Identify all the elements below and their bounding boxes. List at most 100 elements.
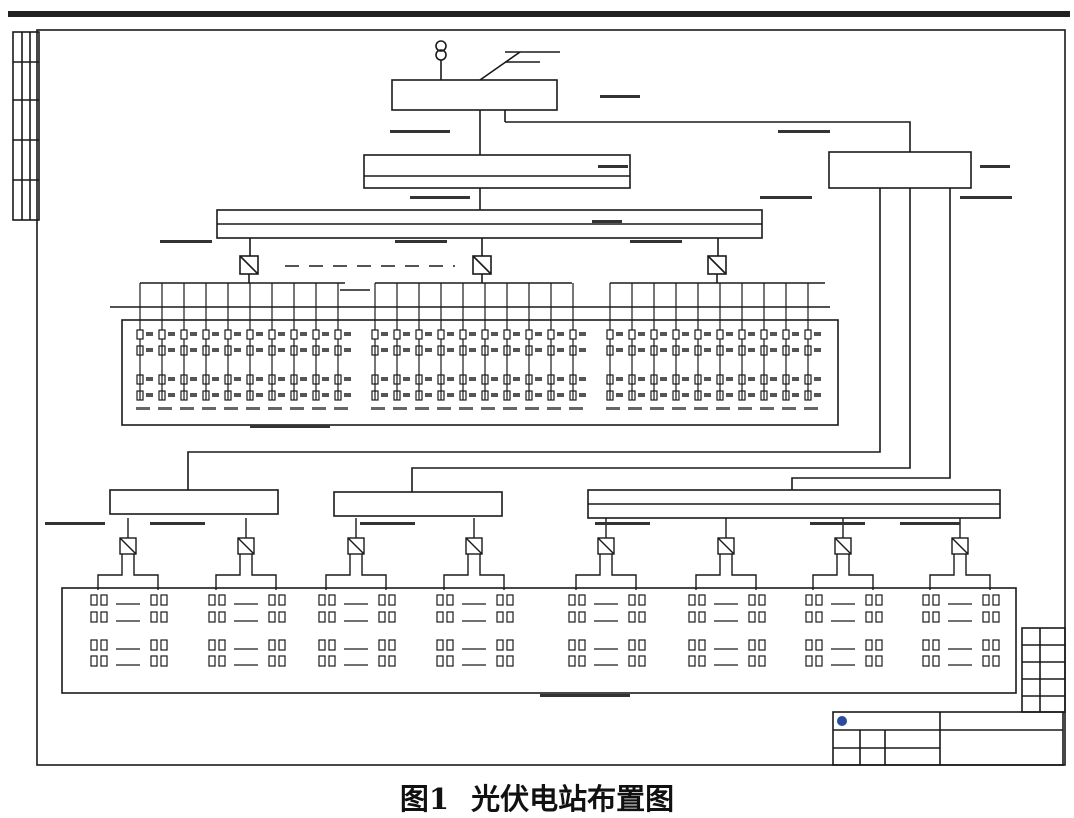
- pv-module: [496, 639, 504, 651]
- pv-module: [638, 639, 646, 651]
- annotation-mark: [45, 522, 105, 525]
- pv-module: [628, 594, 636, 606]
- pv-module: [932, 655, 940, 667]
- string-label-mark: [682, 393, 689, 397]
- string-label-mark: [616, 332, 623, 336]
- pv-module: [698, 611, 706, 623]
- pv-module: [437, 329, 445, 340]
- pv-module: [568, 639, 576, 651]
- revision-table: [1021, 627, 1066, 713]
- pv-module: [268, 594, 276, 606]
- annotation-mark: [160, 240, 212, 243]
- pv-module: [318, 639, 326, 651]
- string-label-mark: [513, 393, 520, 397]
- pv-module: [922, 655, 930, 667]
- string-label-mark: [425, 348, 432, 352]
- lower-inverter-group: [97, 518, 991, 590]
- pv-module: [982, 655, 990, 667]
- pv-module: [378, 594, 386, 606]
- pv-module: [268, 639, 276, 651]
- pv-module: [865, 655, 873, 667]
- pv-module: [748, 611, 756, 623]
- pv-module: [436, 594, 444, 606]
- string-label-mark: [381, 332, 388, 336]
- pv-module: [268, 611, 276, 623]
- pv-module: [578, 639, 586, 651]
- pv-module: [738, 329, 746, 340]
- string-label-mark: [447, 348, 454, 352]
- string-label-mark: [682, 332, 689, 336]
- pv-module: [278, 611, 286, 623]
- string-label-mark: [190, 393, 197, 397]
- pv-module: [218, 611, 226, 623]
- pv-module: [328, 655, 336, 667]
- string-id-mark: [606, 407, 620, 410]
- pv-module: [578, 655, 586, 667]
- string-label-mark: [168, 377, 175, 381]
- string-label-mark: [381, 348, 388, 352]
- string-label-mark: [616, 393, 623, 397]
- drawing-frame: [36, 29, 1066, 766]
- string-label-mark: [322, 332, 329, 336]
- string-label-mark: [168, 332, 175, 336]
- string-label-mark: [557, 377, 564, 381]
- string-label-mark: [792, 348, 799, 352]
- pv-module: [547, 329, 555, 340]
- string-label-mark: [491, 332, 498, 336]
- annotation-mark: [810, 522, 865, 525]
- pv-module: [446, 639, 454, 651]
- pv-module: [312, 329, 320, 340]
- string-label-mark: [792, 377, 799, 381]
- main-transformer-icon: [435, 40, 447, 52]
- pv-module: [805, 611, 813, 623]
- string-label-mark: [579, 348, 586, 352]
- pv-module: [218, 594, 226, 606]
- pv-module: [208, 611, 216, 623]
- annotation-mark: [150, 522, 205, 525]
- pv-module: [496, 611, 504, 623]
- string-label-mark: [814, 377, 821, 381]
- pv-module: [446, 655, 454, 667]
- string-label-mark: [425, 332, 432, 336]
- pv-module: [224, 329, 232, 340]
- string-label-mark: [300, 348, 307, 352]
- pv-module: [875, 611, 883, 623]
- string-label-mark: [814, 348, 821, 352]
- string-label-mark: [491, 377, 498, 381]
- pv-module: [865, 594, 873, 606]
- string-label-mark: [469, 377, 476, 381]
- string-label-mark: [278, 348, 285, 352]
- pv-module: [388, 655, 396, 667]
- pv-module: [268, 655, 276, 667]
- pv-module: [388, 611, 396, 623]
- string-label-mark: [190, 348, 197, 352]
- annotation-mark: [900, 522, 960, 525]
- string-label-mark: [190, 377, 197, 381]
- pv-module: [496, 655, 504, 667]
- string-label-mark: [469, 332, 476, 336]
- string-label-mark: [469, 393, 476, 397]
- pv-module: [496, 594, 504, 606]
- string-label-mark: [579, 377, 586, 381]
- string-label-mark: [212, 377, 219, 381]
- pv-module: [628, 611, 636, 623]
- annotation-mark: [960, 196, 1012, 199]
- string-label-mark: [748, 377, 755, 381]
- string-label-mark: [425, 377, 432, 381]
- pv-module: [202, 329, 210, 340]
- string-label-mark: [256, 377, 263, 381]
- pv-module: [180, 329, 188, 340]
- string-label-mark: [344, 377, 351, 381]
- annotation-mark: [598, 165, 628, 168]
- pv-module: [865, 639, 873, 651]
- combiner-bus-lower-1: [109, 489, 279, 515]
- pv-module: [481, 329, 489, 340]
- pv-module: [218, 639, 226, 651]
- string-label-mark: [616, 348, 623, 352]
- pv-module: [459, 329, 467, 340]
- annotation-mark: [630, 240, 682, 243]
- pv-module: [805, 655, 813, 667]
- string-label-mark: [212, 332, 219, 336]
- pv-module: [378, 655, 386, 667]
- string-label-mark: [447, 332, 454, 336]
